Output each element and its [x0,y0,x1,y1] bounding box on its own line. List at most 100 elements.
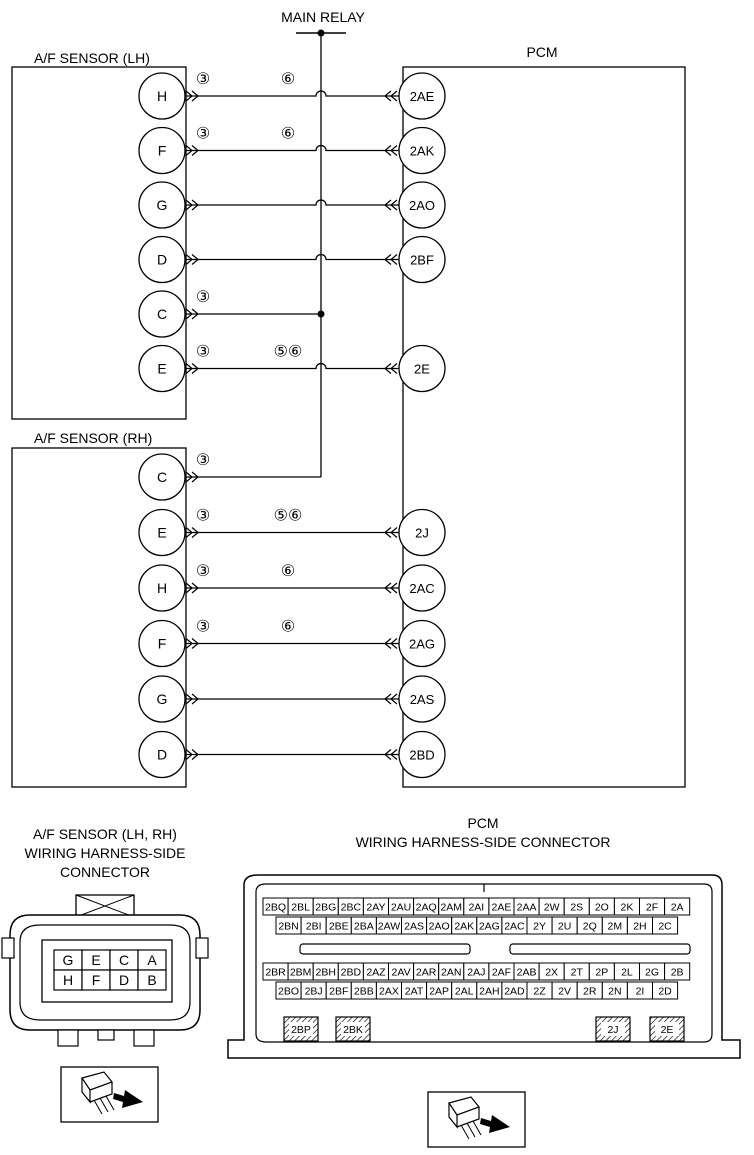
view-icon-right-arrow [480,1115,510,1133]
pcm-connector-cell-label: 2BL [291,902,310,914]
pcm-connector-cell-label: 2X [545,967,558,979]
pcm-hatched-terminal-label: 2BP [291,1024,311,1036]
sensor-lh-pin-circle [138,290,186,338]
pcm-hatched-terminal-bg [289,1022,313,1036]
pcm-connector-cell-label: 2S [570,902,583,914]
pcm-side-chevron [390,90,398,102]
pcm-connector-cell-label: 2BB [354,986,374,998]
pcm-connector-cell-label: 2BO [278,986,299,998]
pcm-side-chevron [384,638,392,649]
pcm-side-chevron [390,527,398,538]
pcm-side-chevron [384,145,392,156]
pcm-hatched-terminal-label: 2E [661,1024,674,1036]
note-mid-label: ⑤⑥ [274,508,303,525]
sensor-lh-pin-label: D [157,252,167,268]
pcm-connector-cell-label: 2BI [306,921,322,933]
sensor-rh-pin-circle [138,619,186,668]
sensor-rh-pin-label: F [158,636,167,652]
note-mid-label: ⑥ [281,126,295,143]
pcm-connector-cell-label: 2BA [354,921,374,933]
pcm-side-chevron [390,254,398,265]
pcm-connector-cell-label: 2AQ [416,902,437,914]
pcm-connector-cell-label: 2BQ [265,902,286,914]
sensor-connector-right-tab [195,937,209,959]
pcm-connector-cell-label: 2AZ [366,967,386,979]
connector-view-icon-left [60,1066,159,1123]
pcm-connector-cell-label: 2AY [366,902,385,914]
pcm-connector-cell-label: 2BM [290,967,312,979]
sensor-rh-pin-label: D [157,747,167,763]
pcm-connector-lower-rail [509,943,691,955]
pcm-side-chevron [390,638,398,649]
pcm-side-chevron [390,693,398,705]
signal-wire [185,253,399,261]
sensor-connector-cell-label: C [119,952,129,968]
sensor-lh-pin-circle [138,126,186,175]
pcm-side-chevron [384,363,392,374]
sensor-lh-label: A/F SENSOR (LH) [34,50,150,66]
pcm-connector-cell-label: 2AW [378,921,400,933]
note-3-label: ③ [196,563,210,580]
pcm-connector-cell-label: 2AV [392,967,411,979]
pcm-connector-cell-label: 2AD [504,986,525,998]
pcm-terminal-circle [398,72,446,120]
pcm-connector-cell-label: 2AO [429,921,450,933]
pcm-hatched-terminal-label: 2BK [343,1024,363,1036]
pcm-hatched-terminal-label: 2J [607,1024,618,1036]
sensor-rh-pin-circle [138,675,186,723]
pcm-terminal-circle [398,344,446,393]
sensor-connector-cell-label: F [92,972,101,988]
pcm-connector-cell-label: 2C [658,921,672,933]
sensor-rh-pin-label: G [157,691,168,707]
pcm-terminal-label: 2BF [410,253,434,268]
note-mid-label: ⑤⑥ [274,344,303,361]
pcm-side-chevron [390,145,398,156]
pcm-connector-cell [652,981,679,1000]
pcm-connector-cell-label: 2BR [265,967,286,979]
pcm-connector-cell-label: 2AK [454,921,474,933]
pcm-connector-cell-label: 2G [645,967,659,979]
pcm-connector-cell-label: 2AH [479,986,499,998]
pcm-connector-cell-label: 2U [558,921,571,933]
sensor-connector-foot-2 [97,1029,115,1041]
sensor-rh-pin-label: E [157,525,166,541]
pcm-connector-cell-label: 2BH [316,967,336,979]
pcm-connector-cell-label: 2AL [455,986,474,998]
pcm-connector-upper-rail [299,943,471,955]
pcm-connector-cell [652,916,679,935]
note-3-label: ③ [196,452,210,469]
pcm-connector-cell [664,897,691,916]
pcm-connector-inner [255,883,713,1043]
sensor-connector-cell-label: H [63,972,73,988]
pcm-connector-cell-label: 2BC [341,902,362,914]
sensor-rh-pin-circle [138,730,186,779]
sensor-lh-pin-label: H [157,88,167,104]
sensor-connector-cell-label: E [91,952,100,968]
pcm-connector-cell-label: 2AF [492,967,511,979]
pcm-connector-cell-label: 2I [636,986,645,998]
sensor-connector-foot-3 [133,1029,155,1047]
pcm-terminal-label: 2AC [409,581,434,596]
note-mid-label: ⑥ [281,619,295,636]
pcm-terminal-label: 2AK [410,144,435,159]
note-mid-label: ⑥ [281,563,295,580]
sensor-lh-pin-label: E [157,361,166,377]
pcm-terminal-label: 2AE [410,89,435,104]
view-icon-right-body [448,1103,480,1129]
pcm-connector-cell-label: 2AN [441,967,461,979]
pcm-side-chevron [390,749,398,760]
sensor-lh-pin-circle [138,72,186,120]
pcm-connector-cell-label: 2L [621,967,633,979]
pcm-connector-cell-label: 2AA [517,902,537,914]
pcm-side-chevron [390,199,398,211]
sensor-connector-cell [137,969,167,991]
pcm-hatched-terminal-bg [655,1022,679,1036]
sensor-connector-cell-label: A [147,952,157,968]
sensor-connector-title-1: A/F SENSOR (LH, RH) [33,826,177,842]
pcm-connector-cell-label: 2M [608,921,623,933]
sensor-connector-title-2: WIRING HARNESS-SIDE [24,845,185,861]
note-3-label: ③ [196,289,210,306]
pcm-connector-cell-label: 2AM [440,902,462,914]
